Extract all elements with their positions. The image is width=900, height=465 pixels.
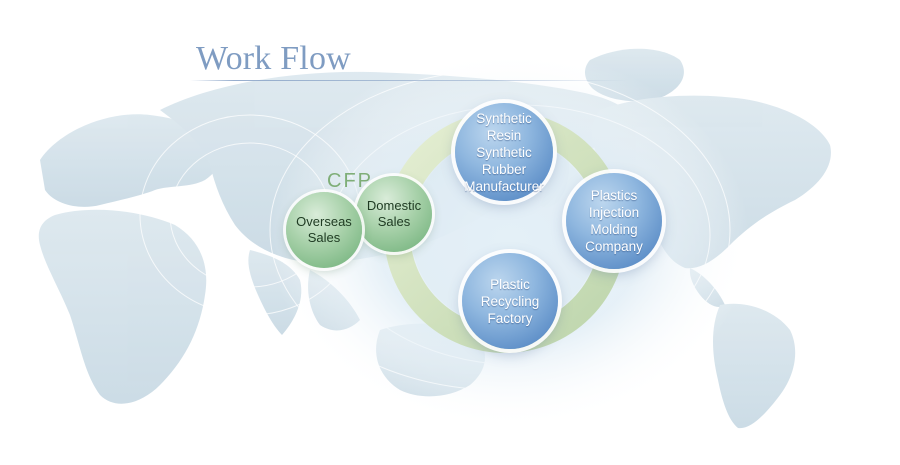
node-label: Plastics Injection Molding Company xyxy=(585,188,643,254)
title-underline xyxy=(190,80,630,81)
africa-landmass xyxy=(38,209,207,404)
node-label: Plastic Recycling Factory xyxy=(480,276,540,326)
node-overseas-sales: Overseas Sales xyxy=(286,192,362,268)
brand-label: CFP xyxy=(327,170,373,192)
node-synthetic-resin-manufacturer: Synthetic Resin Synthetic Rubber Manufac… xyxy=(455,103,553,201)
cycle-glow xyxy=(270,50,750,430)
node-plastics-injection-molding: Plastics Injection Molding Company xyxy=(566,173,662,269)
south-america-landmass xyxy=(713,303,796,429)
node-label: Synthetic Resin Synthetic Rubber Manufac… xyxy=(464,110,544,194)
node-plastic-recycling-factory: Plastic Recycling Factory xyxy=(462,253,558,349)
node-domestic-sales: Domestic Sales xyxy=(356,176,432,252)
node-label: Overseas Sales xyxy=(296,214,352,245)
europe-landmass xyxy=(40,114,221,207)
page-title: Work Flow xyxy=(196,40,351,77)
node-label: Domestic Sales xyxy=(366,198,422,229)
